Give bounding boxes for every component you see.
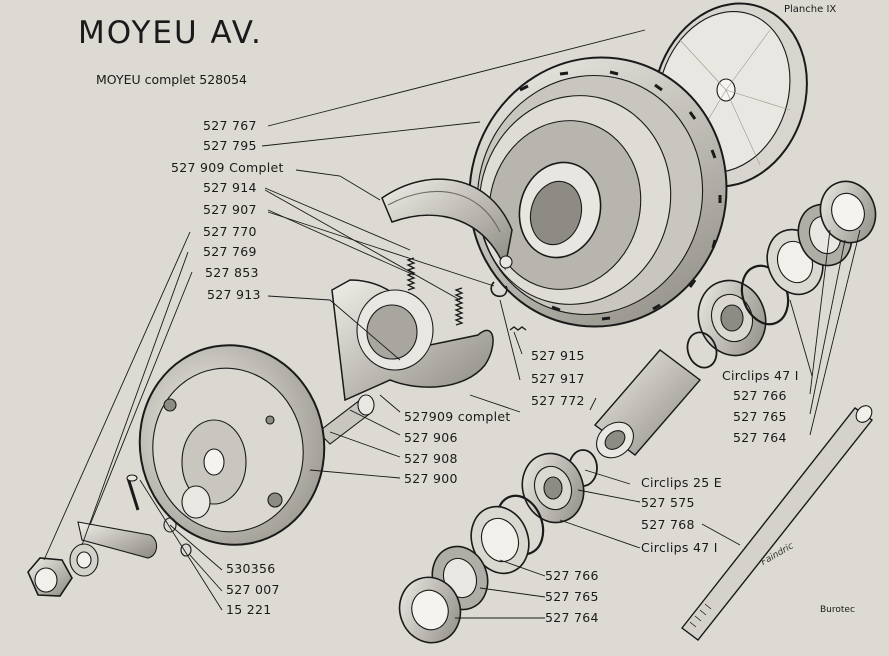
part-label: Circlips 25 E	[641, 475, 722, 490]
part-label: 527 772	[531, 393, 585, 408]
brake-drum	[468, 56, 728, 328]
part-label: 527 764	[545, 610, 599, 625]
part-label: 527 853	[205, 265, 259, 280]
plate-number: Planche IX	[784, 4, 837, 15]
spacer-tube	[593, 349, 702, 459]
brake-shoe-upper	[381, 178, 513, 271]
backing-plate	[138, 344, 326, 546]
part-label: 527 765	[545, 589, 599, 604]
part-label: Circlips 47 I	[722, 368, 799, 383]
part-label: 527 908	[404, 451, 458, 466]
part-label: 527 768	[641, 517, 695, 532]
part-label: 527 766	[733, 388, 787, 403]
part-label: 527 795	[203, 138, 257, 153]
part-label: 527 906	[404, 430, 458, 445]
part-label: 527 909 Complet	[171, 160, 284, 175]
brake-shoe-lower	[331, 279, 494, 402]
assembly-reference: MOYEU complet 528054	[96, 72, 247, 87]
nut-washer-lever	[27, 474, 192, 597]
part-label: 527 575	[641, 495, 695, 510]
part-label: 527 913	[207, 287, 261, 302]
part-label: 527 915	[531, 348, 585, 363]
part-label: 527 914	[203, 180, 257, 195]
part-label: 530356	[226, 561, 276, 576]
bearing-stack-right	[686, 180, 877, 369]
part-label: 527909 complet	[404, 409, 511, 424]
leader-lines	[43, 29, 861, 619]
part-label: 527 765	[733, 409, 787, 424]
part-label: 527 770	[203, 224, 257, 239]
part-label: 527 767	[203, 118, 257, 133]
part-label: 527 766	[545, 568, 599, 583]
brand-logo-text: Burotec	[820, 605, 855, 615]
part-label: 527 907	[203, 202, 257, 217]
axle	[681, 405, 874, 641]
bearing-stack-lower	[398, 449, 598, 644]
part-label: 15 221	[226, 602, 272, 617]
part-label: 527 917	[531, 371, 585, 386]
part-label: 527 007	[226, 582, 280, 597]
cam-axle	[317, 394, 375, 445]
page-title: MOYEU AV.	[78, 15, 263, 51]
part-label: 527 900	[404, 471, 458, 486]
part-label: 527 764	[733, 430, 787, 445]
part-label: 527 769	[203, 244, 257, 259]
part-label: Circlips 47 I	[641, 540, 718, 555]
